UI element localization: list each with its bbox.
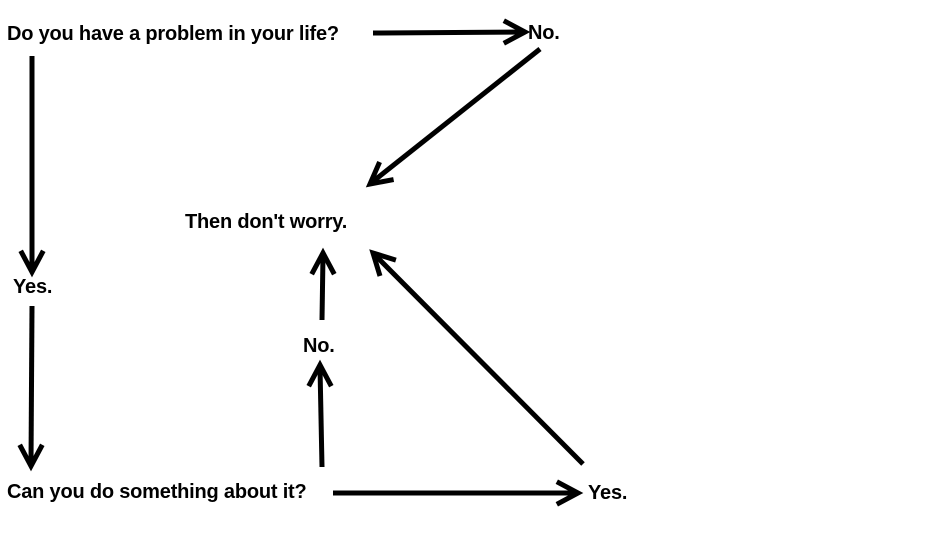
node-yes-bottom: Yes. <box>588 482 628 504</box>
arrow-yes-to-dont-worry <box>369 249 585 466</box>
arrow-problem-to-yes <box>18 56 46 278</box>
node-question-problem: Do you have a problem in your life? <box>7 23 339 45</box>
arrow-can-you-to-no <box>306 359 334 468</box>
node-dont-worry: Then don't worry. <box>185 211 348 233</box>
node-yes-left: Yes. <box>13 276 53 298</box>
node-no-top: No. <box>528 22 560 44</box>
arrow-no-to-dont-worry <box>365 47 542 188</box>
arrow-yes-to-can-you <box>17 305 45 472</box>
arrow-problem-to-no <box>372 18 531 46</box>
arrow-no-to-dont-worry-up <box>309 247 337 321</box>
node-no-middle: No. <box>303 335 335 357</box>
arrow-can-you-to-yes <box>333 479 584 507</box>
node-question-can-do: Can you do something about it? <box>7 481 307 503</box>
